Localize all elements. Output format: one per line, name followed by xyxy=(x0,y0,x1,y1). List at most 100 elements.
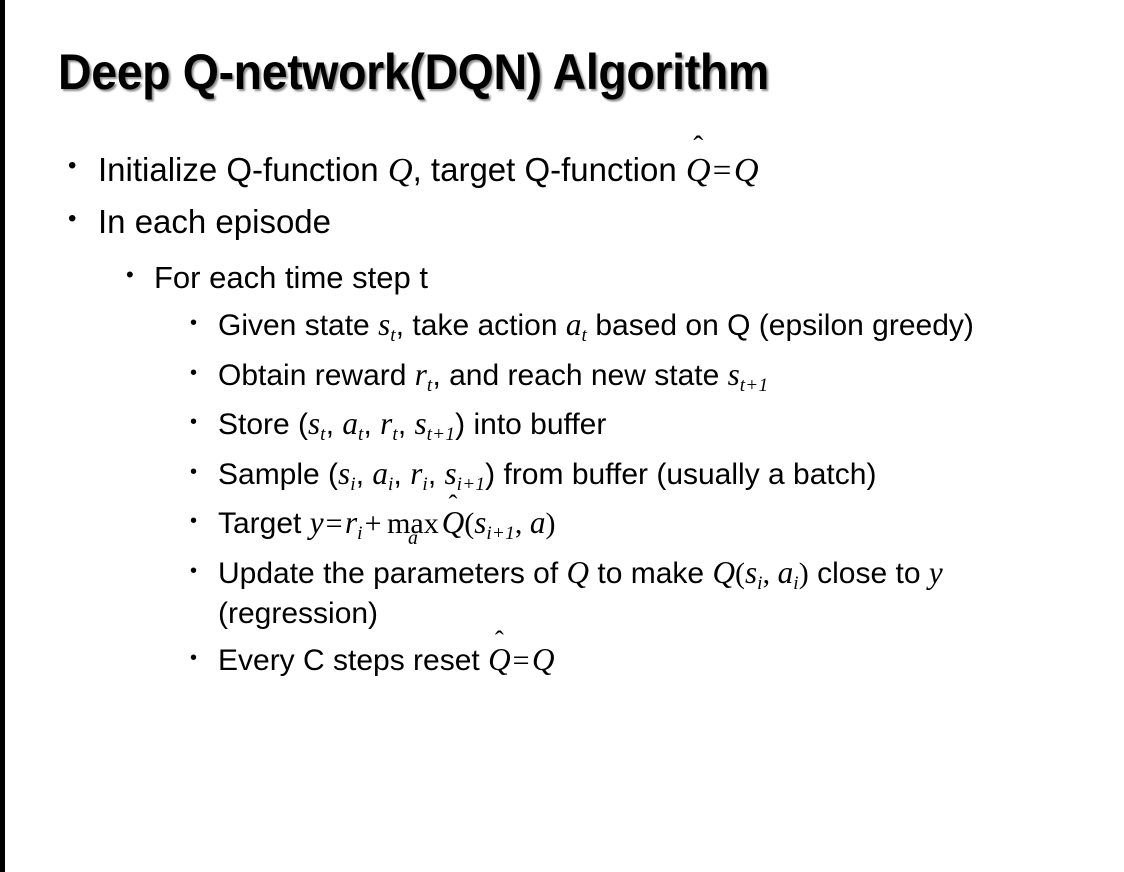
math-subscript-i-plus-1: i+1 xyxy=(486,523,515,545)
text-separator: , xyxy=(514,507,530,541)
text-separator: , xyxy=(427,457,445,491)
math-var-a: a xyxy=(372,455,388,491)
text-sample-post: ) from buffer (usually a batch) xyxy=(485,457,877,491)
text-obtain-mid: , and reach new state xyxy=(432,358,728,392)
text-update-tail: (regression) xyxy=(218,597,379,631)
math-subscript-i: i xyxy=(793,572,799,594)
math-subscript-i: i xyxy=(757,572,763,594)
math-subscript-t: t xyxy=(390,324,396,346)
math-var-q: Q xyxy=(566,554,590,590)
list-item-text: Update the parameters of Q to make Q(si,… xyxy=(218,554,1098,633)
math-var-a: a xyxy=(565,307,582,343)
math-max-subscript: a xyxy=(407,527,418,550)
text-separator: , xyxy=(762,556,778,590)
math-equals-sign: = xyxy=(325,507,343,541)
list-item-text: For each time step t xyxy=(154,259,428,295)
text-separator: , xyxy=(393,457,411,491)
math-subscript-t: t xyxy=(392,423,398,445)
math-var-q-hat: Q̂ xyxy=(441,505,465,541)
math-subscript-t-plus-1: t+1 xyxy=(739,374,769,396)
math-plus-sign: + xyxy=(364,507,383,541)
bullet-marker-icon: • xyxy=(68,152,77,179)
math-var-s: s xyxy=(378,307,391,343)
list-item-update-parameters: • Update the parameters of Q to make Q(s… xyxy=(0,554,1124,633)
text-update-pre: Update the parameters of xyxy=(218,556,567,590)
list-item-text: Sample (si, ai, ri, si+1) from buffer (u… xyxy=(218,455,1098,497)
math-var-s: s xyxy=(338,455,351,491)
math-var-r: r xyxy=(410,455,423,491)
algorithm-bullet-list: • Initialize Q-function Q, target Q-func… xyxy=(0,148,1124,679)
math-var-r: r xyxy=(414,356,427,392)
math-var-s-next: s xyxy=(414,406,427,442)
list-item-text: Store (st, at, rt, st+1) into buffer xyxy=(218,405,1098,447)
text-separator: , xyxy=(325,408,343,442)
math-subscript-t: t xyxy=(581,324,587,346)
math-subscript-i: i xyxy=(357,523,363,545)
math-paren-close: ) xyxy=(798,556,809,590)
text-store-pre: Store ( xyxy=(218,408,309,442)
bullet-marker-icon: • xyxy=(126,261,134,287)
math-subscript-i-plus-1: i+1 xyxy=(456,473,486,495)
bullet-marker-icon: • xyxy=(68,204,77,232)
math-var-r: r xyxy=(344,505,358,541)
math-var-s: s xyxy=(727,356,740,392)
math-var-y: y xyxy=(928,554,943,590)
text-separator: , xyxy=(355,457,373,491)
list-item-text: Given state st, take action at based on … xyxy=(218,306,1098,348)
bullet-marker-icon: • xyxy=(190,361,198,384)
math-var-q-hat: Q̂ xyxy=(685,151,711,189)
math-subscript-i: i xyxy=(350,473,356,495)
math-var-s: s xyxy=(744,554,758,590)
math-equals-sign: = xyxy=(512,643,531,677)
list-item-store-tuple: • Store (st, at, rt, st+1) into buffer xyxy=(0,405,1124,447)
math-var-r: r xyxy=(380,406,393,442)
text-given-post: based on Q (epsilon greedy) xyxy=(586,309,974,343)
text-initialize-mid: , target Q-function xyxy=(412,151,686,188)
bullet-marker-icon: • xyxy=(190,510,198,533)
list-item-text: In each episode xyxy=(98,202,332,240)
left-edge-band xyxy=(0,0,5,872)
list-item-reset-target-network: • Every C steps reset Q̂=Q xyxy=(0,641,1124,680)
text-store-post: ) into buffer xyxy=(455,408,607,442)
math-var-a: a xyxy=(342,406,358,442)
list-item-sample-tuple: • Sample (si, ai, ri, si+1) from buffer … xyxy=(0,455,1124,497)
text-update-post: close to xyxy=(808,556,929,590)
text-separator: , xyxy=(363,408,381,442)
math-var-q: Q xyxy=(532,641,555,677)
bullet-marker-icon: • xyxy=(190,312,198,335)
list-item-text: Initialize Q-function Q, target Q-functi… xyxy=(98,148,1124,193)
math-var-s-next: s xyxy=(444,455,457,491)
text-update-mid: to make xyxy=(589,556,713,590)
text-sample-pre: Sample ( xyxy=(218,457,339,491)
list-item-obtain-reward: • Obtain reward rt, and reach new state … xyxy=(0,356,1124,398)
math-var-q-hat: Q̂ xyxy=(488,641,511,677)
text-separator: , xyxy=(397,408,415,442)
math-subscript-t: t xyxy=(426,374,433,396)
math-subscript-t-plus-1: t+1 xyxy=(426,423,456,445)
math-equals-sign: = xyxy=(712,153,732,189)
math-var-q: Q xyxy=(387,151,413,189)
bullet-marker-icon: • xyxy=(190,646,198,669)
math-paren-close: ) xyxy=(545,507,556,541)
list-item-text: Every C steps reset Q̂=Q xyxy=(218,641,1098,680)
math-var-q-func: Q xyxy=(712,554,735,590)
math-var-q-target: Q xyxy=(733,151,759,189)
math-subscript-i: i xyxy=(387,473,394,495)
bullet-marker-icon: • xyxy=(190,411,198,434)
math-subscript-t: t xyxy=(320,423,326,445)
list-item-for-each-time-step: • For each time step t xyxy=(0,258,1124,298)
text-given-mid: , take action xyxy=(395,309,566,343)
text-obtain-pre: Obtain reward xyxy=(218,358,415,392)
list-item-given-state: • Given state st, take action at based o… xyxy=(0,306,1124,348)
list-item-initialize: • Initialize Q-function Q, target Q-func… xyxy=(0,148,1124,193)
bullet-marker-icon: • xyxy=(190,559,198,582)
math-paren-open: ( xyxy=(464,507,475,541)
math-var-s: s xyxy=(308,406,321,442)
text-reset-pre: Every C steps reset xyxy=(218,643,489,677)
math-var-a: a xyxy=(777,554,794,590)
math-subscript-t: t xyxy=(357,423,364,445)
math-var-a: a xyxy=(529,505,546,541)
